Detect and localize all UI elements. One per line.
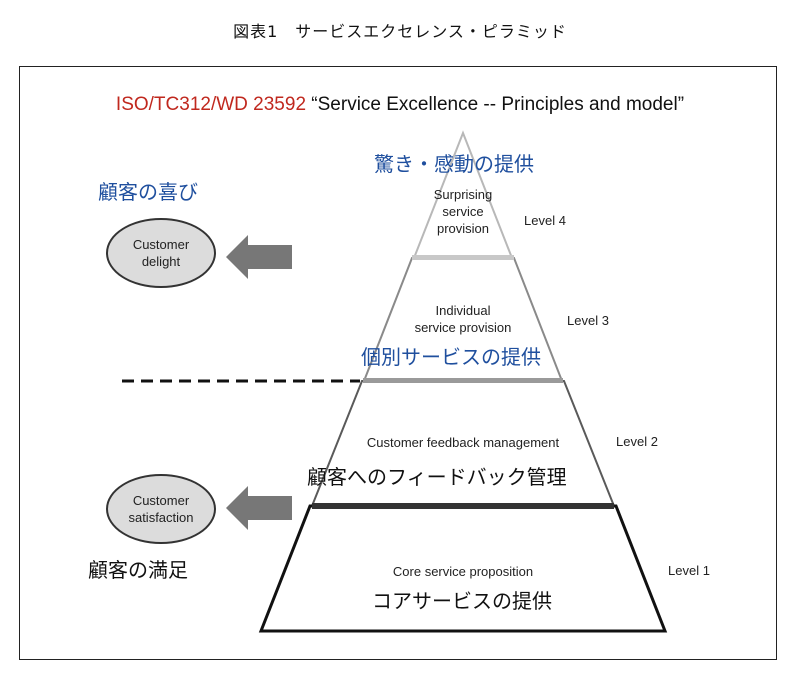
left-arrow-icon <box>226 235 292 279</box>
delight-line2: delight <box>141 254 181 269</box>
standard-code: ISO/TC312/WD 23592 <box>115 94 307 115</box>
level-4-label: Surprising service provision <box>408 186 518 237</box>
level-3-label-line2: service provision <box>414 320 512 335</box>
level-2-badge: Level 2 <box>616 434 658 449</box>
level-3-label-line1: Individual <box>435 303 491 318</box>
satisfaction-line1: Customer <box>132 493 190 508</box>
satisfaction-line2: satisfaction <box>128 510 194 525</box>
level-3-jp-label: 個別サービスの提供 <box>361 345 541 369</box>
satisfaction-jp-label: 顧客の満足 <box>88 558 188 582</box>
level-3-badge: Level 3 <box>567 313 609 328</box>
customer-satisfaction-ellipse: Customer satisfaction <box>106 474 216 544</box>
customer-delight-ellipse: Customer delight <box>106 218 216 288</box>
level-1-badge: Level 1 <box>668 563 710 578</box>
diagram-heading: ISO/TC312/WD 23592 “Service Excellence -… <box>0 94 800 116</box>
delight-jp-label: 顧客の喜び <box>98 180 198 204</box>
level-4-label-line1: Surprising <box>433 187 493 202</box>
level-4-jp-label: 驚き・感動の提供 <box>374 152 534 176</box>
level-2-label: Customer feedback management <box>366 435 560 450</box>
diagram-frame <box>19 66 777 660</box>
level-2-jp-label: 顧客へのフィードバック管理 <box>307 465 567 489</box>
left-arrow-icon <box>226 486 292 530</box>
band-2-1 <box>312 503 614 509</box>
level-1-label: Core service proposition <box>392 564 534 579</box>
standard-title: “Service Excellence -- Principles and mo… <box>306 94 685 115</box>
level-4-label-line3: provision <box>436 221 490 236</box>
band-4-3 <box>412 255 514 260</box>
delight-line1: Customer <box>132 237 190 252</box>
level-3-label: Individual service provision <box>400 302 526 336</box>
level-4-badge: Level 4 <box>524 213 566 228</box>
level-1-jp-label: コアサービスの提供 <box>372 589 552 613</box>
band-3-2 <box>363 378 563 383</box>
level-4-label-line2: service <box>442 204 484 219</box>
figure-caption: 図表1 サービスエクセレンス・ピラミッド <box>233 22 567 41</box>
